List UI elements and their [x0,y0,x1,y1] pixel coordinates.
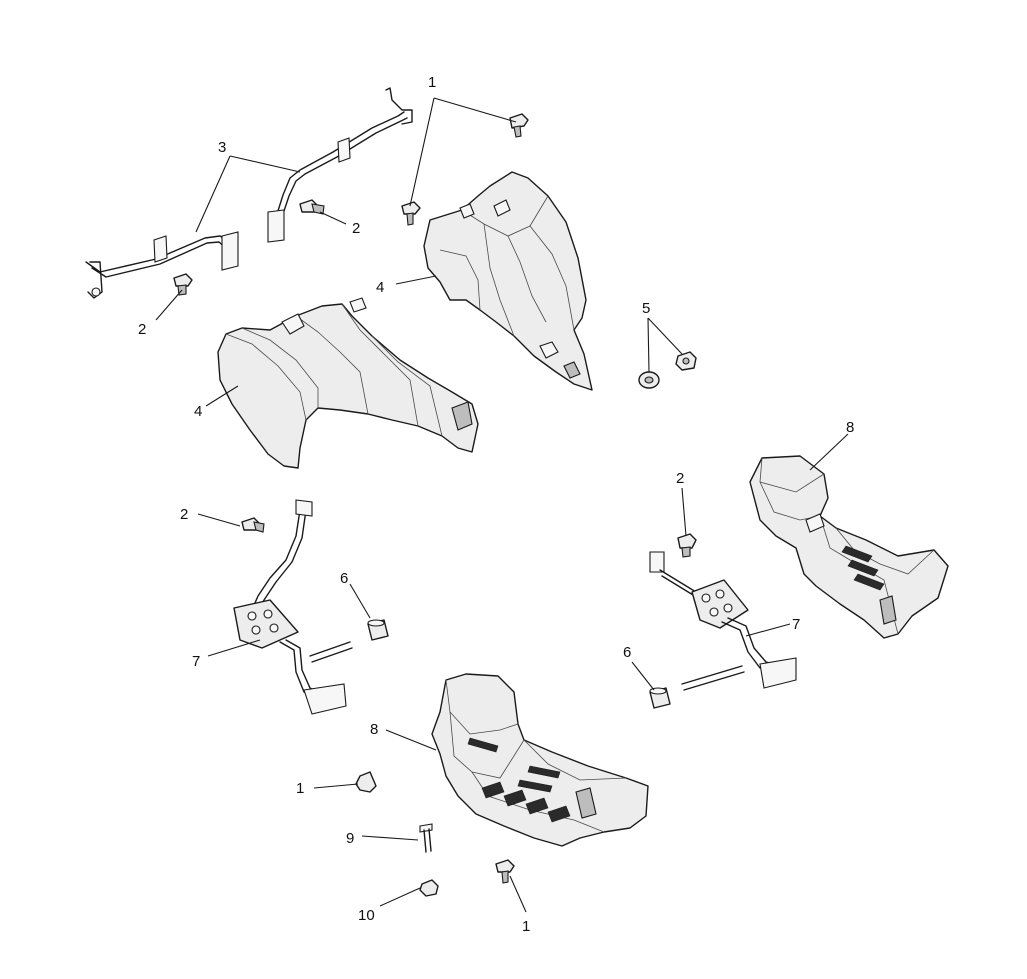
part-5-washer [638,371,660,389]
part-4-left-fender [217,297,479,469]
part-6-right-spacer [649,687,671,709]
part-6-left-spacer [367,619,389,641]
part-3-upper-bracket [267,87,413,243]
part-8-lower-footwell [431,673,649,847]
callout-7-left: 7 [192,653,200,670]
bolt-1-mid [401,201,421,226]
callout-10: 10 [358,907,375,924]
callout-6-right: 6 [623,644,631,661]
part-7-left-bracket [233,499,353,715]
callout-4-right: 4 [376,279,384,296]
callout-labels: 1 3 2 2 4 4 5 8 2 2 6 7 7 6 8 1 9 10 1 [138,74,854,935]
callout-4-left: 4 [194,403,202,420]
callout-1-bottom: 1 [522,918,530,935]
callout-1-top: 1 [428,74,436,91]
part-4-right-fender [423,171,593,391]
part-3-lower-bracket [85,231,239,299]
callout-9: 9 [346,830,354,847]
callout-2-right: 2 [676,470,684,487]
part-10-nut [419,879,439,897]
callout-1-lower: 1 [296,780,304,797]
callout-6-left: 6 [340,570,348,587]
callout-7-right: 7 [792,616,800,633]
bolt-2-mid [299,199,325,215]
bolt-1-lower [355,771,377,793]
callout-2-left: 2 [138,321,146,338]
bolt-1-top [509,113,529,138]
bolt-2-right [677,533,697,558]
part-5-nut [675,351,697,371]
bolt-1-bottom [495,859,515,884]
callout-3: 3 [218,139,226,156]
part-9-pin [419,823,433,853]
bolt-2-lower [241,517,265,533]
callout-8-right: 8 [846,419,854,436]
bolt-2-left [173,273,193,296]
callout-8-lower: 8 [370,721,378,738]
leader-lines [155,97,849,913]
part-7-right-bracket [649,551,797,691]
part-8-right-footwell [749,455,949,639]
callout-2-mid: 2 [352,220,360,237]
callout-5: 5 [642,300,650,317]
callout-2-lower: 2 [180,506,188,523]
